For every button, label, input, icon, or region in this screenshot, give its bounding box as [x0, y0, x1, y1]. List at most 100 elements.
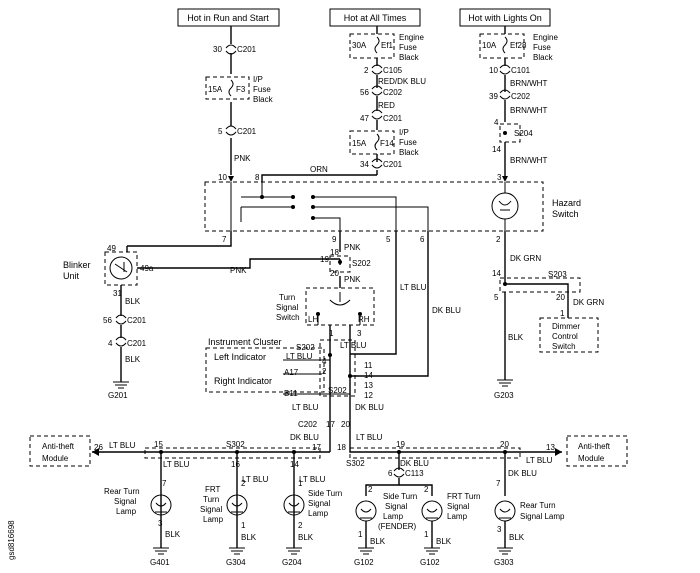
- svg-text:RH: RH: [358, 315, 370, 324]
- svg-text:Fuse: Fuse: [399, 138, 417, 147]
- svg-text:14: 14: [364, 371, 373, 380]
- svg-text:C202: C202: [383, 88, 403, 97]
- svg-text:49: 49: [107, 244, 116, 253]
- svg-text:C202: C202: [298, 420, 318, 429]
- svg-text:Lamp: Lamp: [447, 512, 468, 521]
- svg-text:PNK: PNK: [234, 154, 251, 163]
- svg-text:LT BLU: LT BLU: [299, 475, 326, 484]
- svg-text:G203: G203: [494, 391, 514, 400]
- svg-text:C101: C101: [511, 66, 531, 75]
- svg-text:G102: G102: [420, 558, 440, 567]
- svg-text:Ef1: Ef1: [381, 41, 394, 50]
- fuse-f3: 15A F3 I/P Fuse Black: [205, 75, 274, 104]
- svg-text:C201: C201: [127, 316, 147, 325]
- svg-text:BLK: BLK: [508, 333, 524, 342]
- svg-text:Side Turn: Side Turn: [308, 489, 342, 498]
- svg-text:S302: S302: [226, 440, 245, 449]
- svg-text:ORN: ORN: [310, 165, 328, 174]
- svg-text:10: 10: [489, 66, 498, 75]
- svg-text:C201: C201: [237, 127, 257, 136]
- svg-text:Rear Turn: Rear Turn: [520, 501, 556, 510]
- svg-text:LT BLU: LT BLU: [340, 341, 367, 350]
- svg-text:I/P: I/P: [253, 75, 263, 84]
- source-run-start: Hot in Run and Start: [177, 8, 280, 27]
- svg-text:DK BLU: DK BLU: [508, 469, 537, 478]
- svg-text:DK GRN: DK GRN: [510, 254, 541, 263]
- svg-text:12: 12: [364, 391, 373, 400]
- hazard-switch: Hazard Switch: [204, 181, 581, 232]
- svg-text:4: 4: [322, 357, 327, 366]
- svg-text:Switch: Switch: [552, 209, 579, 219]
- svg-text:LT BLU: LT BLU: [109, 441, 136, 450]
- side-turn-signal-lamp-left: 1 Side Turn Signal Lamp 2 BLK: [283, 479, 342, 542]
- svg-text:56: 56: [360, 88, 369, 97]
- svg-text:G303: G303: [494, 558, 514, 567]
- svg-text:C201: C201: [383, 160, 403, 169]
- svg-text:LT BLU: LT BLU: [400, 283, 427, 292]
- svg-text:Engine: Engine: [533, 33, 558, 42]
- svg-text:Black: Black: [533, 53, 554, 62]
- svg-text:Hot at All Times: Hot at All Times: [344, 13, 407, 23]
- svg-text:PNK: PNK: [344, 243, 361, 252]
- svg-text:C201: C201: [127, 339, 147, 348]
- svg-text:5: 5: [386, 235, 391, 244]
- svg-text:Signal Lamp: Signal Lamp: [520, 512, 565, 521]
- svg-text:13: 13: [364, 381, 373, 390]
- svg-text:Turn: Turn: [203, 495, 219, 504]
- svg-text:1: 1: [560, 309, 565, 318]
- svg-text:56: 56: [103, 316, 112, 325]
- svg-text:30: 30: [213, 45, 222, 54]
- instrument-cluster: Instrument Cluster Left Indicator Right …: [205, 337, 350, 398]
- svg-text:BRN/WHT: BRN/WHT: [510, 156, 547, 165]
- svg-text:3: 3: [357, 329, 362, 338]
- svg-text:14: 14: [290, 460, 299, 469]
- svg-text:2: 2: [424, 485, 429, 494]
- svg-text:Fuse: Fuse: [253, 85, 271, 94]
- turn-signal-switch: Turn Signal Switch LH RH: [276, 287, 375, 326]
- svg-text:Signal: Signal: [114, 497, 136, 506]
- svg-text:20: 20: [500, 440, 509, 449]
- svg-text:26: 26: [94, 443, 103, 452]
- svg-text:S204: S204: [514, 129, 533, 138]
- svg-text:C113: C113: [405, 469, 424, 478]
- svg-text:G204: G204: [282, 558, 302, 567]
- svg-text:11: 11: [364, 361, 373, 370]
- svg-text:FRT: FRT: [205, 485, 221, 494]
- svg-text:34: 34: [360, 160, 369, 169]
- fuse-ef28: 10A Ef28 Engine Fuse Black: [479, 33, 558, 62]
- svg-text:15: 15: [154, 440, 163, 449]
- svg-text:Hazard: Hazard: [552, 198, 581, 208]
- fuse-ef1: 30A Ef1 Engine Fuse Black: [349, 33, 424, 62]
- svg-text:Anti-theft: Anti-theft: [42, 442, 75, 451]
- svg-text:Signal: Signal: [308, 499, 330, 508]
- svg-text:LT BLU: LT BLU: [292, 403, 319, 412]
- svg-text:Lamp: Lamp: [383, 512, 404, 521]
- svg-text:Switch: Switch: [552, 342, 576, 351]
- anti-theft-module-left: Anti-theft Module: [29, 435, 91, 467]
- svg-text:C201: C201: [237, 45, 257, 54]
- svg-text:30A: 30A: [352, 41, 367, 50]
- svg-text:2: 2: [368, 485, 373, 494]
- svg-text:Fuse: Fuse: [399, 43, 417, 52]
- svg-text:BLK: BLK: [125, 355, 141, 364]
- svg-text:BRN/WHT: BRN/WHT: [510, 106, 547, 115]
- svg-text:C105: C105: [383, 66, 403, 75]
- svg-text:S202: S202: [328, 386, 347, 395]
- svg-text:Switch: Switch: [276, 313, 300, 322]
- svg-text:RED: RED: [378, 101, 395, 110]
- svg-text:Engine: Engine: [399, 33, 424, 42]
- svg-text:F3: F3: [236, 85, 246, 94]
- svg-text:Signal: Signal: [200, 505, 222, 514]
- svg-text:Unit: Unit: [63, 271, 80, 281]
- svg-text:(FENDER): (FENDER): [378, 522, 417, 531]
- svg-text:C201: C201: [383, 114, 403, 123]
- svg-text:20: 20: [330, 269, 339, 278]
- svg-text:DK BLU: DK BLU: [432, 306, 461, 315]
- svg-text:BLK: BLK: [436, 537, 452, 546]
- svg-text:BRN/WHT: BRN/WHT: [510, 79, 547, 88]
- source-always: Hot at All Times: [329, 8, 421, 27]
- svg-text:6: 6: [420, 235, 425, 244]
- svg-text:8: 8: [255, 173, 260, 182]
- svg-text:DK BLU: DK BLU: [290, 433, 319, 442]
